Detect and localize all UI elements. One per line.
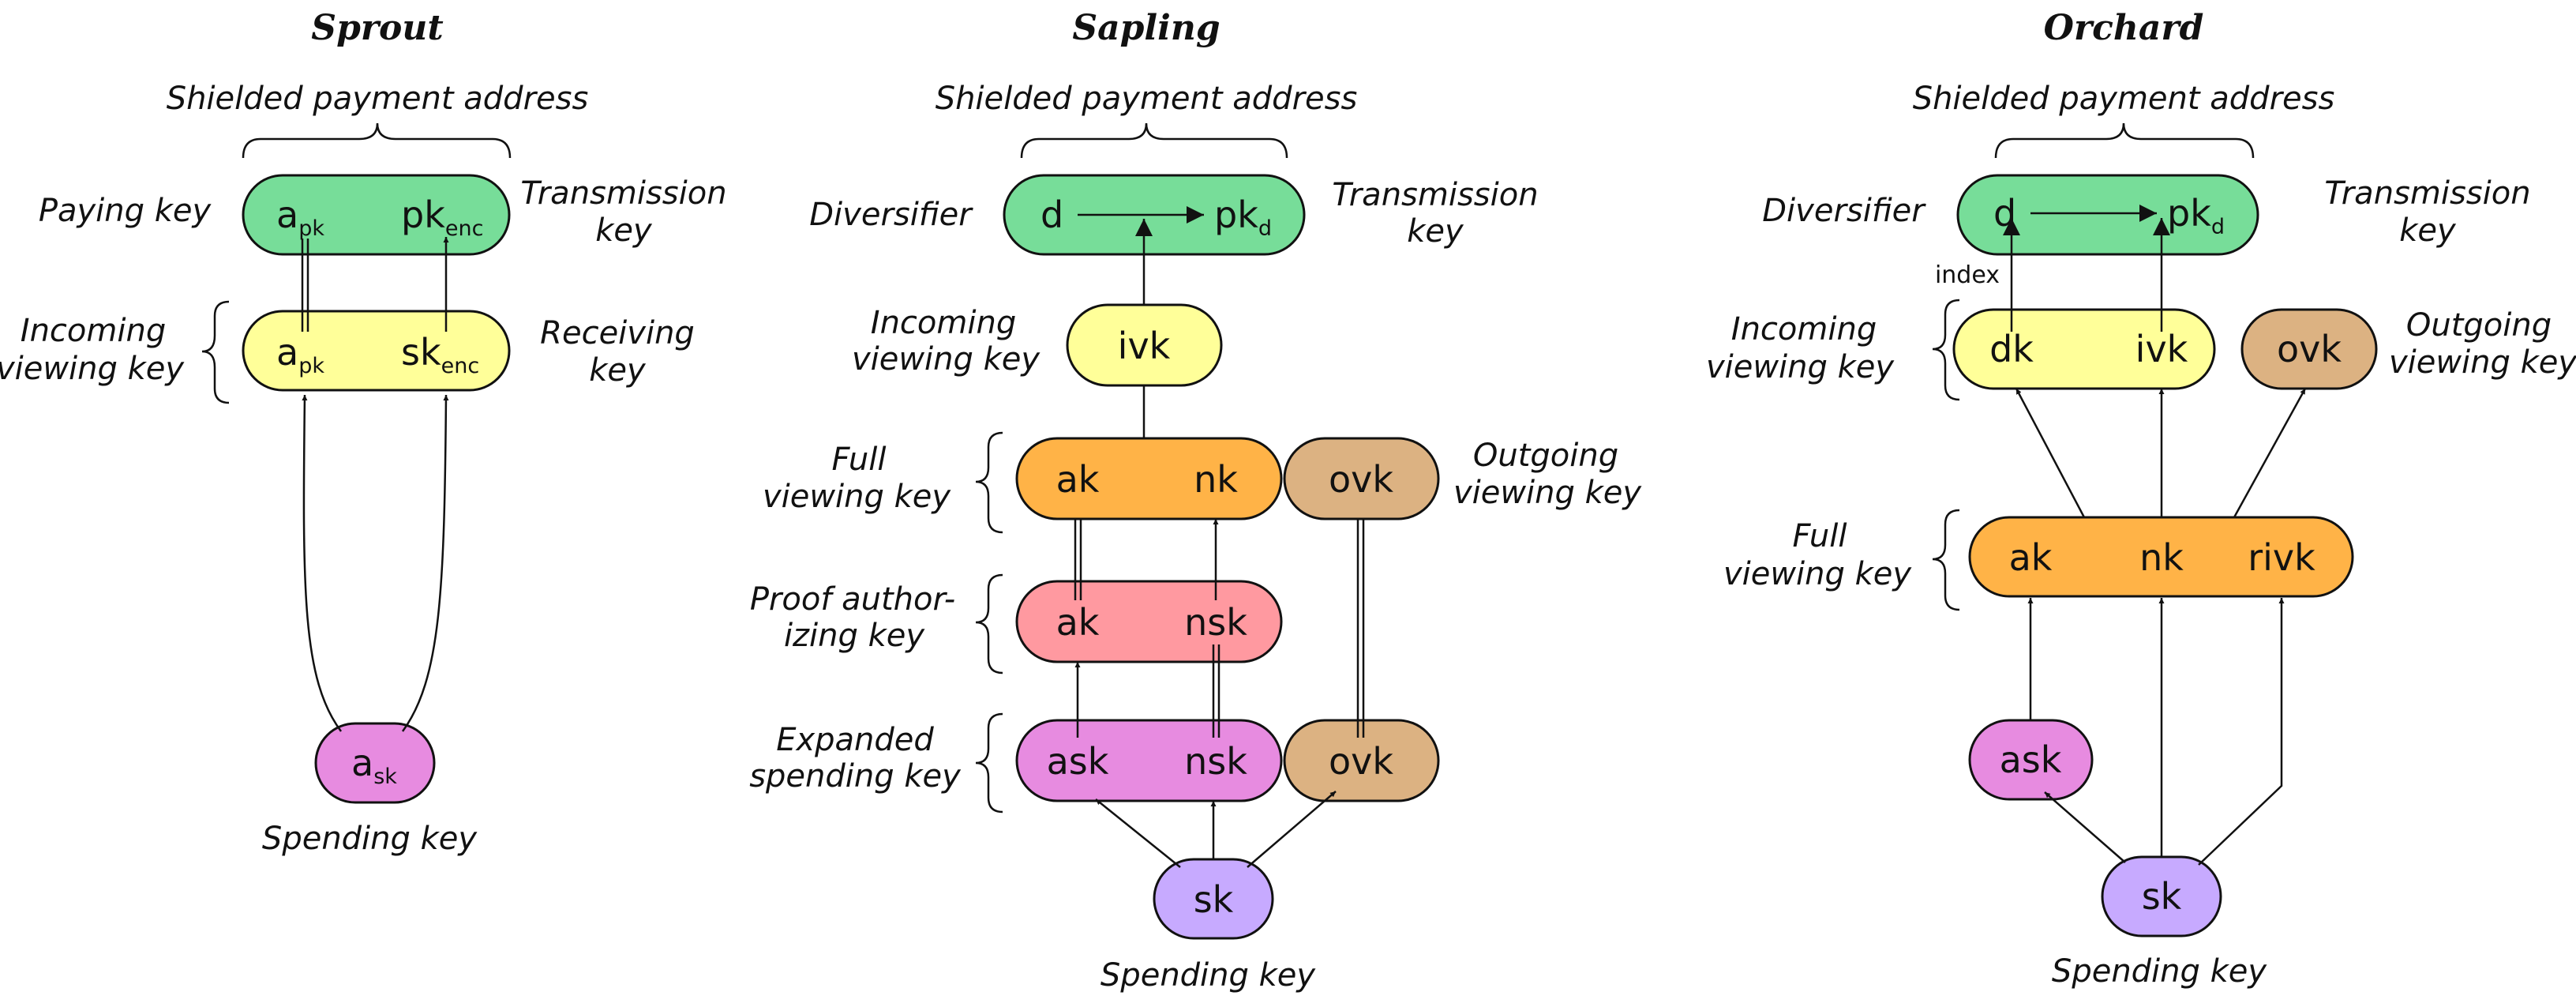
- sapling-ivk-label-1: Incoming: [871, 305, 1016, 341]
- sapling-esk-ovk-pill: [1283, 719, 1440, 802]
- sprout-apk-2: apk: [276, 331, 324, 378]
- sprout-ask-to-skenc-arrow: [401, 394, 449, 732]
- orchard-sk-to-rivk-arrow: [2198, 598, 2285, 866]
- orchard-transmission-key-label-2: key: [2399, 212, 2457, 249]
- sapling-pak-ak: ak: [1056, 601, 1100, 644]
- sprout-ivk-pill: [242, 310, 511, 392]
- orchard-spending-key-label: Spending key: [2052, 953, 2267, 990]
- sprout-address-label: Shielded payment address: [167, 81, 589, 117]
- sapling-fvk-brace: [975, 431, 1003, 534]
- orchard-rivk: rivk: [2248, 536, 2315, 579]
- sapling-pak-label-2: izing key: [784, 618, 925, 654]
- orchard-ovk-pill: [2240, 308, 2378, 390]
- sprout-transmission-key-label-2: key: [595, 212, 653, 249]
- sprout-ivk-label-1: Incoming: [21, 313, 166, 349]
- orchard-transmission-key-label-1: Transmission: [2324, 175, 2530, 212]
- sapling-d: d: [1041, 194, 1063, 236]
- sapling-ovk-label-2: viewing key: [1453, 475, 1642, 511]
- sapling-transmission-key-label-1: Transmission: [1332, 177, 1538, 213]
- orchard-fvk-label-2: viewing key: [1723, 556, 1912, 592]
- sapling-transmission-key-label-2: key: [1407, 213, 1464, 250]
- sapling-ovk-label-1: Outgoing: [1473, 438, 1618, 474]
- orchard-ivk-brace: [1932, 299, 1960, 401]
- sprout-ask-to-apk-arrow: [302, 394, 343, 732]
- sapling-sk-to-ask-arrow: [1095, 798, 1181, 868]
- sapling-fvk-ovk: ovk: [1329, 458, 1393, 501]
- sapling-pak-pill: [1015, 580, 1283, 663]
- sapling-esk-ovk: ovk: [1329, 740, 1393, 783]
- sapling-fvk-nk: nk: [1194, 458, 1238, 501]
- sprout-address-pill: [242, 174, 511, 256]
- sprout-ivk-brace: [201, 300, 230, 404]
- sapling-pak-label-1: Proof author-: [750, 581, 955, 618]
- orchard-ovk-label-2: viewing key: [2389, 344, 2576, 381]
- orchard-address-pill: [1956, 174, 2259, 256]
- sapling-fvk-ovk-pill: [1283, 437, 1440, 520]
- orchard-ovk: ovk: [2277, 328, 2342, 370]
- sapling-esk-ask: ask: [1047, 740, 1109, 783]
- sprout-receiving-key-label-2: key: [589, 352, 647, 389]
- sprout-ivk-label-2: viewing key: [0, 351, 185, 387]
- sprout-spending-key-pill: [314, 722, 436, 804]
- sprout-spending-key-label: Spending key: [262, 821, 478, 857]
- orchard-dk: dk: [1989, 328, 2034, 370]
- orchard-sk-to-ask-arrow: [2044, 791, 2126, 863]
- sapling-fvk-label-2: viewing key: [763, 479, 951, 515]
- sapling-esk-brace: [975, 712, 1003, 813]
- orchard-index-label: index: [1935, 261, 2000, 289]
- orchard-ivk: ivk: [2135, 328, 2188, 370]
- orchard-sk: sk: [2142, 875, 2182, 918]
- sapling-esk-nsk: nsk: [1184, 740, 1247, 783]
- sapling-pak-nsk: nsk: [1184, 601, 1247, 644]
- orchard-nk: nk: [2139, 536, 2184, 579]
- sapling-title: Sapling: [1072, 8, 1220, 48]
- sapling-address-label: Shielded payment address: [936, 81, 1358, 117]
- sprout-transmission-key-label-1: Transmission: [520, 175, 726, 212]
- sprout-apk: apk: [276, 194, 324, 241]
- sapling-sk-to-ovk-arrow: [1247, 791, 1337, 868]
- orchard-pkd: pkd: [2167, 192, 2225, 239]
- sprout-receiving-key-label-1: Receiving: [540, 315, 695, 351]
- orchard-fvk-to-ovk-arrow: [2233, 388, 2307, 518]
- orchard-ask: ask: [2000, 738, 2062, 781]
- sprout-pkenc: pkenc: [401, 194, 483, 241]
- orchard-ivk-pill: [1952, 308, 2216, 390]
- orchard-ovk-label-1: Outgoing: [2406, 307, 2552, 344]
- sprout-address-brace: [242, 122, 512, 159]
- orchard-fvk-to-dk-arrow: [2015, 388, 2086, 518]
- orchard-d: d: [1993, 192, 2016, 235]
- sapling-pkd: pkd: [1214, 194, 1272, 241]
- sapling-ivk: ivk: [1118, 325, 1171, 367]
- sapling-ivk-label-2: viewing key: [852, 341, 1041, 378]
- sprout-skenc: skenc: [401, 331, 479, 378]
- sapling-esk-label-1: Expanded: [776, 722, 934, 758]
- sapling-diversifier-label: Diversifier: [809, 197, 973, 233]
- orchard-address-label: Shielded payment address: [1913, 81, 2335, 117]
- orchard-address-brace: [1994, 122, 2255, 159]
- sapling-fvk-pill: [1015, 437, 1283, 520]
- orchard-fvk-brace: [1932, 509, 1960, 611]
- orchard-title: Orchard: [2044, 8, 2204, 48]
- sprout-ask: ask: [351, 742, 397, 789]
- sapling-fvk-label-1: Full: [832, 442, 887, 478]
- orchard-section: Orchard Shielded payment address Diversi…: [1706, 8, 2576, 990]
- orchard-ivk-label-1: Incoming: [1731, 311, 1877, 348]
- sapling-pak-brace: [975, 573, 1003, 674]
- sprout-paying-key-label: Paying key: [39, 193, 212, 229]
- sapling-esk-label-2: spending key: [749, 758, 962, 795]
- sapling-esk-pill: [1015, 719, 1283, 802]
- sapling-fvk-ak: ak: [1056, 458, 1100, 501]
- sapling-spending-key-label: Spending key: [1101, 957, 1316, 994]
- sapling-address-brace: [1020, 122, 1288, 159]
- orchard-fvk-label-1: Full: [1793, 518, 1847, 554]
- orchard-ivk-label-2: viewing key: [1706, 349, 1895, 385]
- orchard-diversifier-label: Diversifier: [1762, 193, 1926, 229]
- sapling-sk: sk: [1194, 878, 1234, 921]
- sapling-section: Sapling Shielded payment address Diversi…: [749, 8, 1642, 994]
- sprout-section: Sprout Shielded payment address Paying k…: [0, 8, 727, 857]
- sprout-title: Sprout: [311, 8, 443, 48]
- orchard-ak: ak: [2009, 536, 2053, 579]
